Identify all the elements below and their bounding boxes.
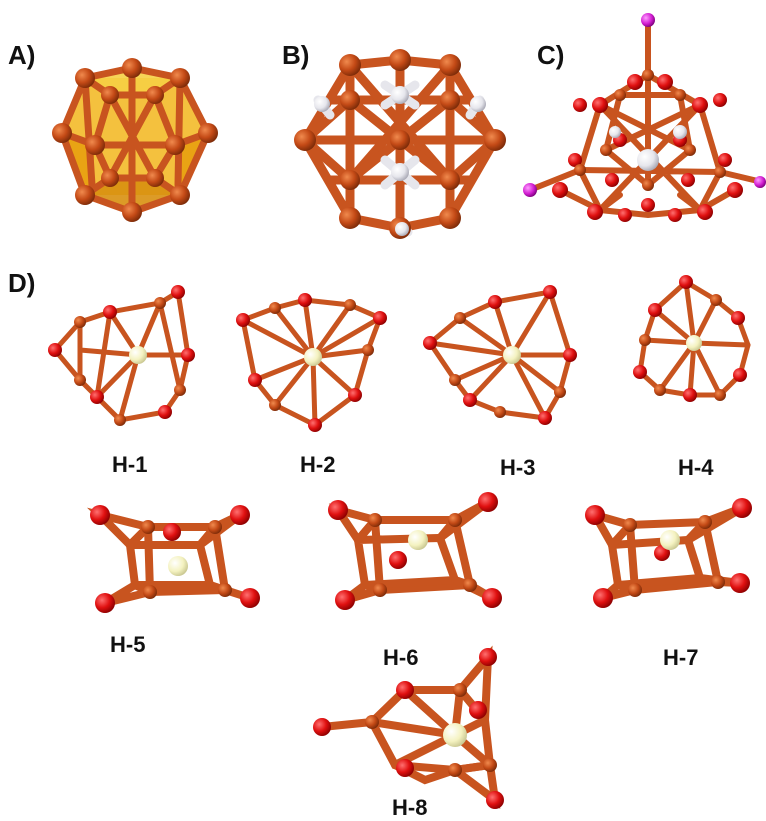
isomer-label-h3: H-3 — [500, 455, 536, 480]
isomer-h2 — [236, 293, 387, 432]
hydride-atoms — [314, 86, 486, 236]
panel-c-full-cluster — [523, 13, 766, 222]
isomer-label-h5: H-5 — [110, 632, 146, 657]
isomer-label-h2: H-2 — [300, 452, 336, 477]
isomer-h1 — [48, 285, 195, 426]
isomer-h5 — [86, 505, 260, 613]
panel-b-hydride-cage — [294, 49, 506, 239]
oxygen-atoms — [552, 74, 743, 222]
cu-bonds — [527, 17, 765, 219]
isomer-label-h7: H-7 — [663, 645, 699, 670]
isomer-label-h4: H-4 — [678, 455, 714, 480]
halide-atoms — [523, 13, 766, 197]
isomer-h3 — [423, 285, 577, 425]
hydride-atoms — [609, 125, 687, 171]
isomer-h8 — [313, 645, 504, 809]
panel-label-d: D) — [8, 268, 36, 298]
cu-atoms — [574, 69, 726, 191]
isomer-label-h1: H-1 — [112, 452, 148, 477]
isomer-h4 — [633, 275, 751, 402]
panel-label-b: B) — [282, 40, 310, 70]
isomer-h7 — [585, 498, 752, 608]
cu-atoms — [52, 58, 218, 222]
panel-label-c: C) — [537, 40, 565, 70]
panel-label-a: A) — [8, 40, 36, 70]
panel-a-cuboctahedron — [52, 58, 218, 222]
isomer-label-h8: H-8 — [392, 795, 428, 820]
isomer-label-h6: H-6 — [383, 645, 419, 670]
isomer-h6 — [328, 492, 502, 610]
